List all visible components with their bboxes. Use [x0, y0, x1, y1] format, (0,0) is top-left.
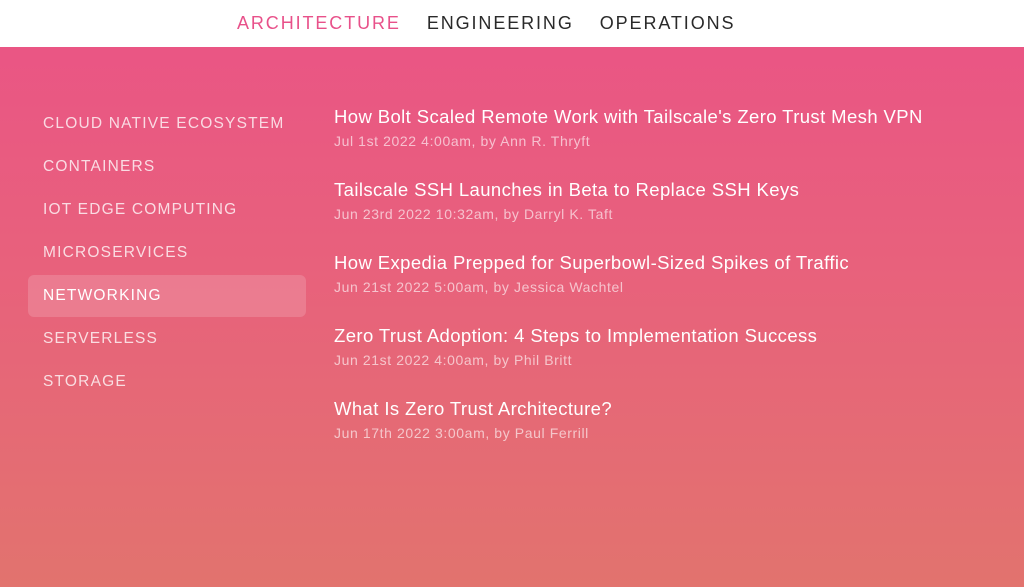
sidebar-item-serverless[interactable]: SERVERLESS [43, 330, 159, 347]
sidebar-item-containers[interactable]: CONTAINERS [43, 158, 156, 175]
article-meta: Jul 1st 2022 4:00am, by Ann R. Thryft [334, 133, 591, 149]
top-nav-architecture[interactable]: ARCHITECTURE [237, 13, 401, 33]
article-title-link[interactable]: What Is Zero Trust Architecture? [334, 398, 613, 419]
sidebar-item-microservices[interactable]: MICROSERVICES [43, 244, 189, 261]
article-meta: Jun 21st 2022 5:00am, by Jessica Wachtel [334, 279, 624, 295]
sidebar-item-networking[interactable]: NETWORKING [28, 275, 306, 317]
article-meta: Jun 23rd 2022 10:32am, by Darryl K. Taft [334, 206, 613, 222]
article-meta: Jun 21st 2022 4:00am, by Phil Britt [334, 352, 573, 368]
sidebar-item-storage[interactable]: STORAGE [43, 373, 127, 390]
article-item: How Bolt Scaled Remote Work with Tailsca… [334, 104, 954, 151]
category-sidebar: CLOUD NATIVE ECOSYSTEM CONTAINERS IOT ED… [28, 103, 306, 404]
article-list: How Bolt Scaled Remote Work with Tailsca… [334, 104, 954, 469]
article-item: What Is Zero Trust Architecture? Jun 17t… [334, 396, 954, 443]
article-item: Zero Trust Adoption: 4 Steps to Implemen… [334, 323, 954, 370]
article-item: Tailscale SSH Launches in Beta to Replac… [334, 177, 954, 224]
article-meta: Jun 17th 2022 3:00am, by Paul Ferrill [334, 425, 589, 441]
article-item: How Expedia Prepped for Superbowl-Sized … [334, 250, 954, 297]
article-title-link[interactable]: How Bolt Scaled Remote Work with Tailsca… [334, 106, 923, 127]
article-title-link[interactable]: Tailscale SSH Launches in Beta to Replac… [334, 179, 800, 200]
top-nav-operations[interactable]: OPERATIONS [599, 13, 736, 33]
article-title-link[interactable]: How Expedia Prepped for Superbowl-Sized … [334, 252, 850, 273]
sidebar-item-iot-edge-computing[interactable]: IOT EDGE COMPUTING [43, 201, 238, 218]
top-bar: ARCHITECTURE ENGINEERING OPERATIONS [0, 0, 1024, 47]
top-nav: ARCHITECTURE ENGINEERING OPERATIONS [237, 12, 761, 34]
article-title-link[interactable]: Zero Trust Adoption: 4 Steps to Implemen… [334, 325, 818, 346]
top-nav-engineering[interactable]: ENGINEERING [426, 13, 574, 33]
sidebar-item-cloud-native-ecosystem[interactable]: CLOUD NATIVE ECOSYSTEM [43, 115, 285, 132]
